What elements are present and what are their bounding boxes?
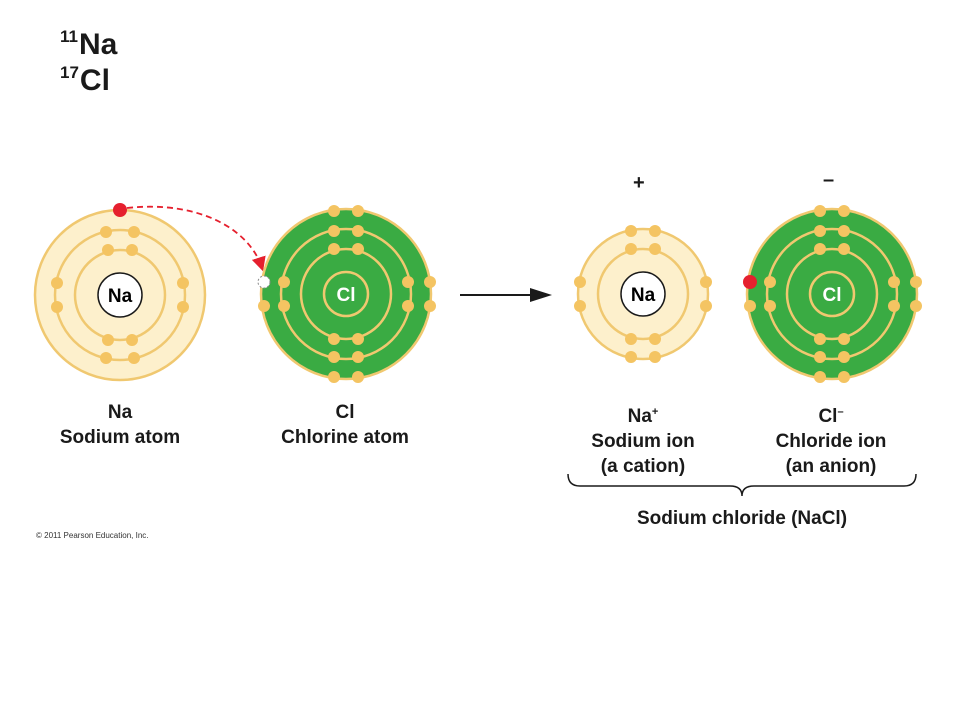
chlorine-atom-label: Cl Chlorine atom xyxy=(235,400,455,450)
sodium-atom: Na xyxy=(33,203,207,382)
positive-charge-sign: + xyxy=(633,172,645,194)
sodium-atom-symbol: Na xyxy=(107,402,133,423)
sodium-ion-note: (a cation) xyxy=(600,456,686,477)
transferring-electron xyxy=(113,203,127,217)
chlorine-atomic-number-heading: 17Cl xyxy=(60,63,110,97)
chloride-ion-nucleus xyxy=(808,270,856,318)
chlorine-atom: Cl xyxy=(257,205,436,383)
reaction-arrow xyxy=(460,288,552,302)
sodium-atom-name: Sodium atom xyxy=(59,427,181,448)
chlorine-nucleus-label: Cl xyxy=(337,285,356,306)
gained-electron xyxy=(743,275,757,289)
chloride-ion-charge: – xyxy=(837,406,844,418)
sodium-atomic-number-heading: 11Na xyxy=(60,27,118,61)
sodium-ion: Na xyxy=(574,225,712,363)
chloride-ion-symbol: Cl xyxy=(818,406,838,427)
compound-label: Sodium chloride (NaCl) xyxy=(636,508,848,529)
chloride-ion-name: Chloride ion xyxy=(775,431,887,452)
sodium-ion-charge: + xyxy=(651,406,659,418)
copyright-notice: © 2011 Pearson Education, Inc. xyxy=(36,531,149,540)
chloride-ion: Cl xyxy=(743,205,922,383)
sodium-ion-name: Sodium ion xyxy=(591,431,695,452)
chloride-ion-note: (an anion) xyxy=(785,456,877,477)
empty-electron-slot xyxy=(257,275,271,289)
sodium-nucleus-label: Na xyxy=(108,286,133,307)
sodium-nucleus xyxy=(97,272,143,318)
chloride-ion-nucleus-label: Cl xyxy=(823,285,842,306)
sodium-ion-symbol: Na xyxy=(627,406,652,427)
sodium-ion-label: Na+ Sodium ion (a cation) xyxy=(533,400,753,479)
sodium-ion-nucleus xyxy=(620,271,666,317)
chloride-ion-electrons xyxy=(744,205,922,383)
sodium-ion-electrons xyxy=(574,225,712,363)
chlorine-atom-symbol: Cl xyxy=(335,402,355,423)
compound-brace xyxy=(567,473,917,497)
negative-charge-sign: – xyxy=(823,169,835,191)
chlorine-electrons xyxy=(258,205,436,383)
chloride-ion-label: Cl– Chloride ion (an anion) xyxy=(721,400,941,479)
chlorine-nucleus xyxy=(322,270,370,318)
sodium-electrons xyxy=(51,226,189,364)
chlorine-atom-name: Chlorine atom xyxy=(281,427,409,448)
sodium-ion-nucleus-label: Na xyxy=(631,285,656,306)
sodium-atom-label: Na Sodium atom xyxy=(10,400,230,450)
electron-transfer-arrow xyxy=(126,205,266,272)
